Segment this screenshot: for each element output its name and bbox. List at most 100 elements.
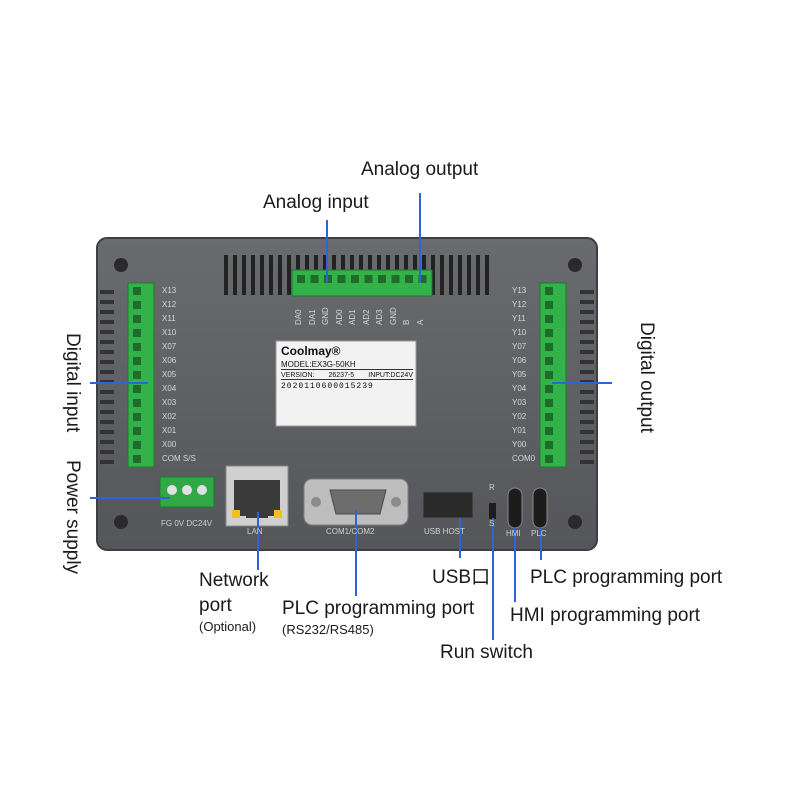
terminal-label: X01 [162,426,177,435]
vent-slot [580,440,594,444]
terminal-label: X11 [162,314,176,323]
vent-slot [467,255,471,295]
vent-slot [100,350,114,354]
vent-slot [100,330,114,334]
terminal-label: X12 [162,300,177,309]
terminal-label: COM0 [512,454,536,463]
terminal-screw [391,275,400,283]
terminal-screw [545,399,553,407]
vent-slot [580,420,594,424]
vent-slot [100,420,114,424]
terminal-label: Y12 [512,300,527,309]
run-switch [489,503,496,519]
screw-icon [568,258,582,272]
switch-s-label: S [489,519,495,528]
vent-slot [431,255,435,295]
terminal-label: AD1 [348,309,357,325]
terminal-screw [545,441,553,449]
terminal-screw [133,357,141,365]
vent-slot [242,255,246,295]
serial-number: 2020110600015239 [281,382,374,391]
vent-slot [580,430,594,434]
vent-slot [580,350,594,354]
terminal-screw [418,275,427,283]
terminal-screw [337,275,346,283]
plc-programming-port-com-sub: (RS232/RS485) [282,622,374,637]
analog-input-label: Analog input [263,192,369,213]
terminal-label: Y03 [512,398,527,407]
terminal-label: GND [388,307,398,325]
terminal-label: A [415,319,425,325]
vent-slot [100,400,114,404]
vent-slot [580,360,594,364]
vent-slot [100,360,114,364]
vent-slot [100,410,114,414]
vent-slot [580,410,594,414]
terminal-label: X10 [162,328,177,337]
vent-slot [580,330,594,334]
plc-usb-c-port [532,487,548,529]
terminal-screw [405,275,413,283]
screw-icon [114,258,128,272]
com-label: COM1/COM2 [326,527,375,536]
vent-slot [580,370,594,374]
vent-slot [260,255,264,295]
plc-port-label: PLC [531,529,547,538]
usb-host-port [422,491,474,519]
vent-slot [251,255,255,295]
terminal-label: Y02 [512,412,527,421]
terminal-label: AD0 [334,309,344,325]
terminal-label: GND [321,307,330,325]
product-label [275,340,417,427]
hmi-programming-port-label: HMI programming port [510,605,701,626]
terminal-screw [133,371,141,379]
terminal-screw [133,427,141,435]
vent-slot [100,300,114,304]
network-optional-label: (Optional) [199,619,257,634]
plc-programming-port-com-label: PLC programming port [282,598,475,619]
terminal-label: X13 [162,286,177,295]
terminal-screw [545,329,553,337]
vent-slot [580,310,594,314]
run-switch-label: Run switch [440,642,533,663]
screw-icon [114,515,128,529]
terminal-label: AD3 [375,309,384,325]
terminal-label: AD2 [361,309,371,325]
terminal-label: X06 [162,356,177,365]
terminal-screw [545,315,553,323]
version-label: VERSION: [281,372,315,379]
terminal-label: Y00 [512,440,527,449]
vent-slot [485,255,489,295]
vent-slot [580,290,594,294]
terminal-screw [133,441,141,449]
analog-output-label: Analog output [361,159,479,180]
brand-name: Coolmay® [281,344,341,358]
vent-slot [224,255,228,295]
terminal-screw [545,371,553,379]
terminal-label: Y06 [512,356,527,365]
terminal-label: Y13 [512,286,527,295]
vent-slot [580,320,594,324]
model-text: MODEL:EX3G-50KH [281,360,413,370]
terminal-label: DA0 [294,309,303,325]
version-value: 26237-5 [328,372,355,379]
power-pin-labels: FG 0V DC24V [161,519,213,528]
vent-slot [287,255,291,295]
vent-slot [580,390,594,394]
terminal-screw [545,301,553,309]
terminal-screw [310,275,319,283]
vent-slot [100,340,114,344]
vent-slot [100,450,114,454]
vent-slot [580,340,594,344]
vent-slot [440,255,444,295]
terminal-screw [545,385,553,393]
terminal-screw [378,275,386,283]
terminal-label: X03 [162,398,177,407]
usb-host-label: USB HOST [424,527,465,536]
terminal-screw [133,413,141,421]
terminal-label: Y10 [512,328,527,337]
vent-slot [100,320,114,324]
power-supply-label: Power supply [62,460,83,575]
